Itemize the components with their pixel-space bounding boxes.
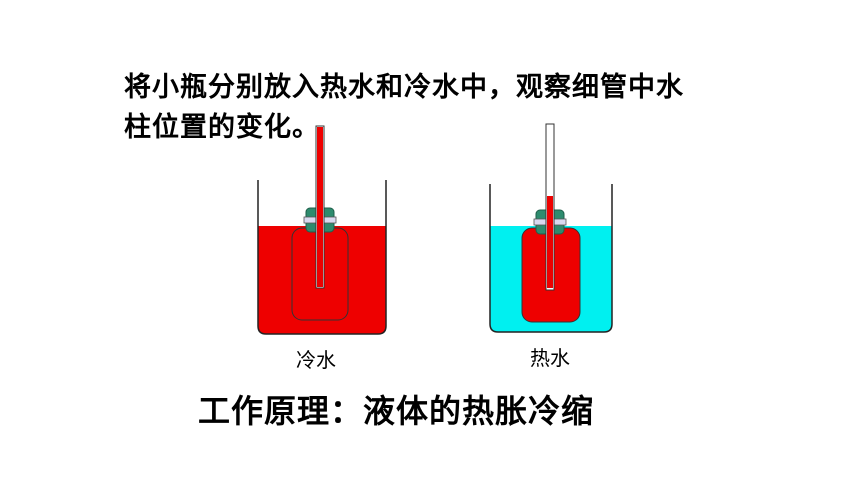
hot-liquid-column (547, 196, 553, 288)
cold-liquid-column (317, 127, 323, 287)
instruction-text: 将小瓶分别放入热水和冷水中，观察细管中水 柱位置的变化。 (124, 68, 724, 148)
hot-beaker-outline (489, 184, 613, 333)
working-principle: 工作原理：液体的热胀冷缩 (198, 392, 595, 430)
cold-beaker-outline (257, 180, 387, 335)
instruction-line-2: 柱位置的变化。 (124, 112, 320, 143)
instruction-line-1: 将小瓶分别放入热水和冷水中，观察细管中水 (124, 72, 684, 103)
cold-water-label: 冷水 (296, 348, 336, 372)
cold-water-beaker (257, 125, 387, 335)
hot-water-label: 热水 (530, 346, 570, 370)
hot-water-beaker (489, 123, 613, 333)
